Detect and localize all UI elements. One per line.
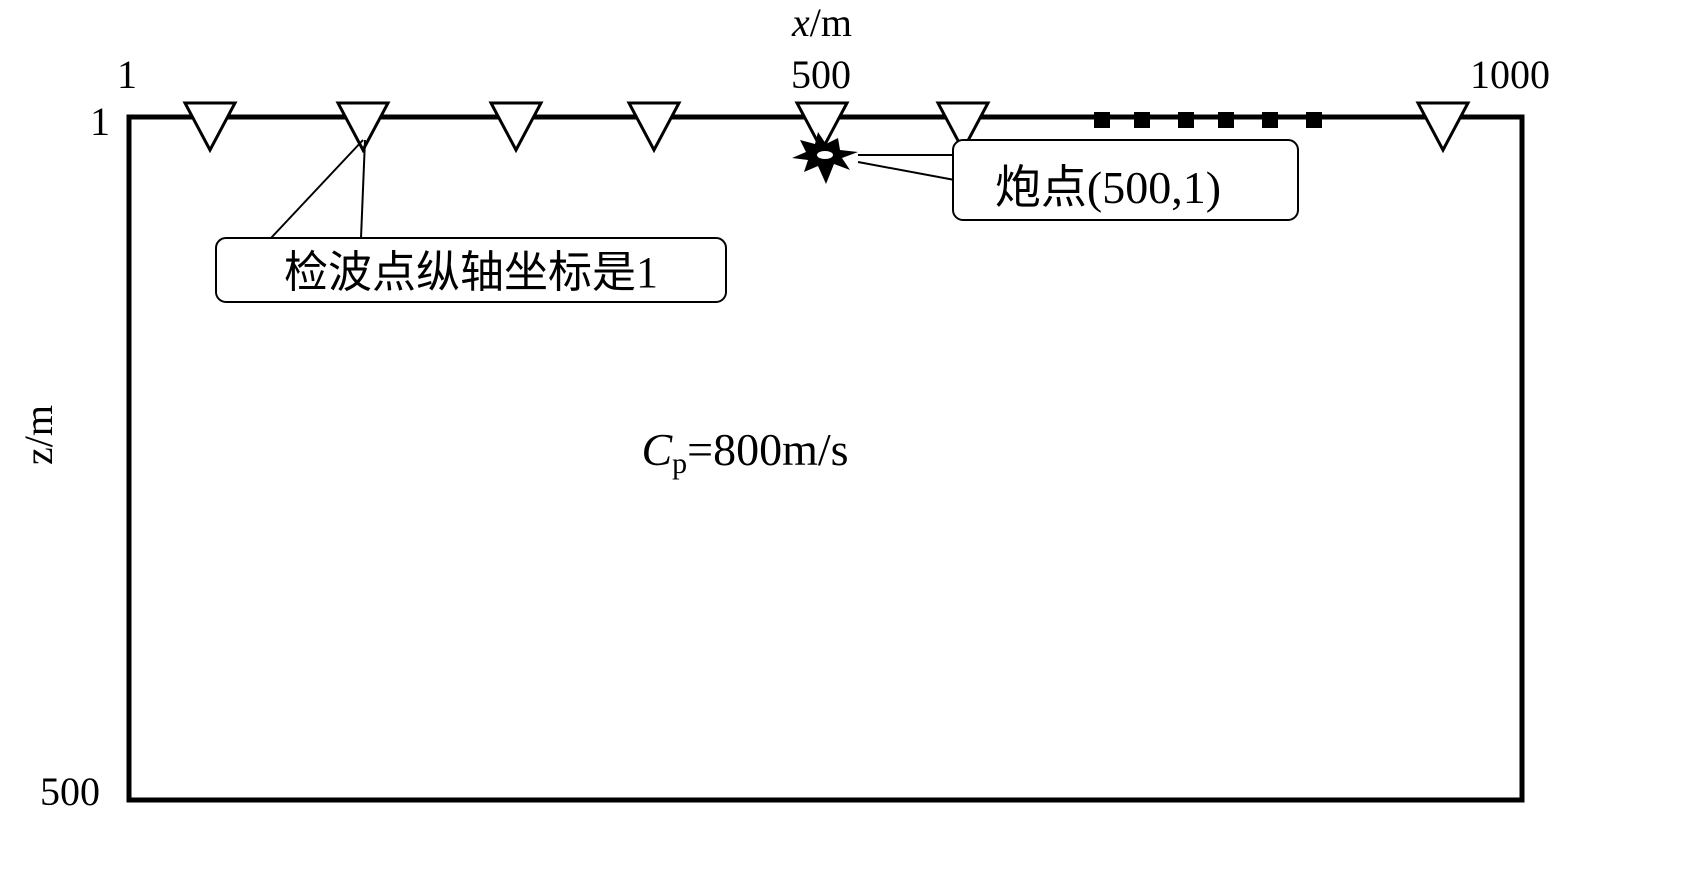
receivers [182,101,1471,154]
receiver-square [1306,112,1322,128]
receiver-triangle [488,101,544,154]
receiver-triangle [626,101,682,154]
x-axis-label: x/m [791,0,852,45]
receiver-square [1178,112,1194,128]
receiver-callout-text: 检波点纵轴坐标是1 [284,248,658,297]
receiver-square [1134,112,1150,128]
z-tick-500: 500 [40,769,100,814]
x-tick-1: 1 [117,52,137,97]
receiver-triangle [1415,101,1471,154]
shot-callout-text: 炮点(500,1) [995,162,1221,213]
receiver-triangle [935,101,991,154]
x-tick-500: 500 [791,52,851,97]
receiver-triangle [182,101,238,154]
dense-receivers [1094,112,1322,128]
receiver-triangle [794,101,850,154]
receiver-square [1218,112,1234,128]
shot-point-highlight [817,151,833,159]
receiver-square [1262,112,1278,128]
x-tick-1000: 1000 [1470,52,1550,97]
receiver-callout-leader [270,139,366,239]
receiver-callout-box [215,237,727,303]
receiver-square [1094,112,1110,128]
z-tick-1: 1 [90,99,110,144]
receiver-triangle [335,101,391,154]
z-axis-label: z/m [16,405,61,465]
velocity-label: Cp=800m/s [641,424,848,480]
shot-callout-box [952,139,1299,221]
